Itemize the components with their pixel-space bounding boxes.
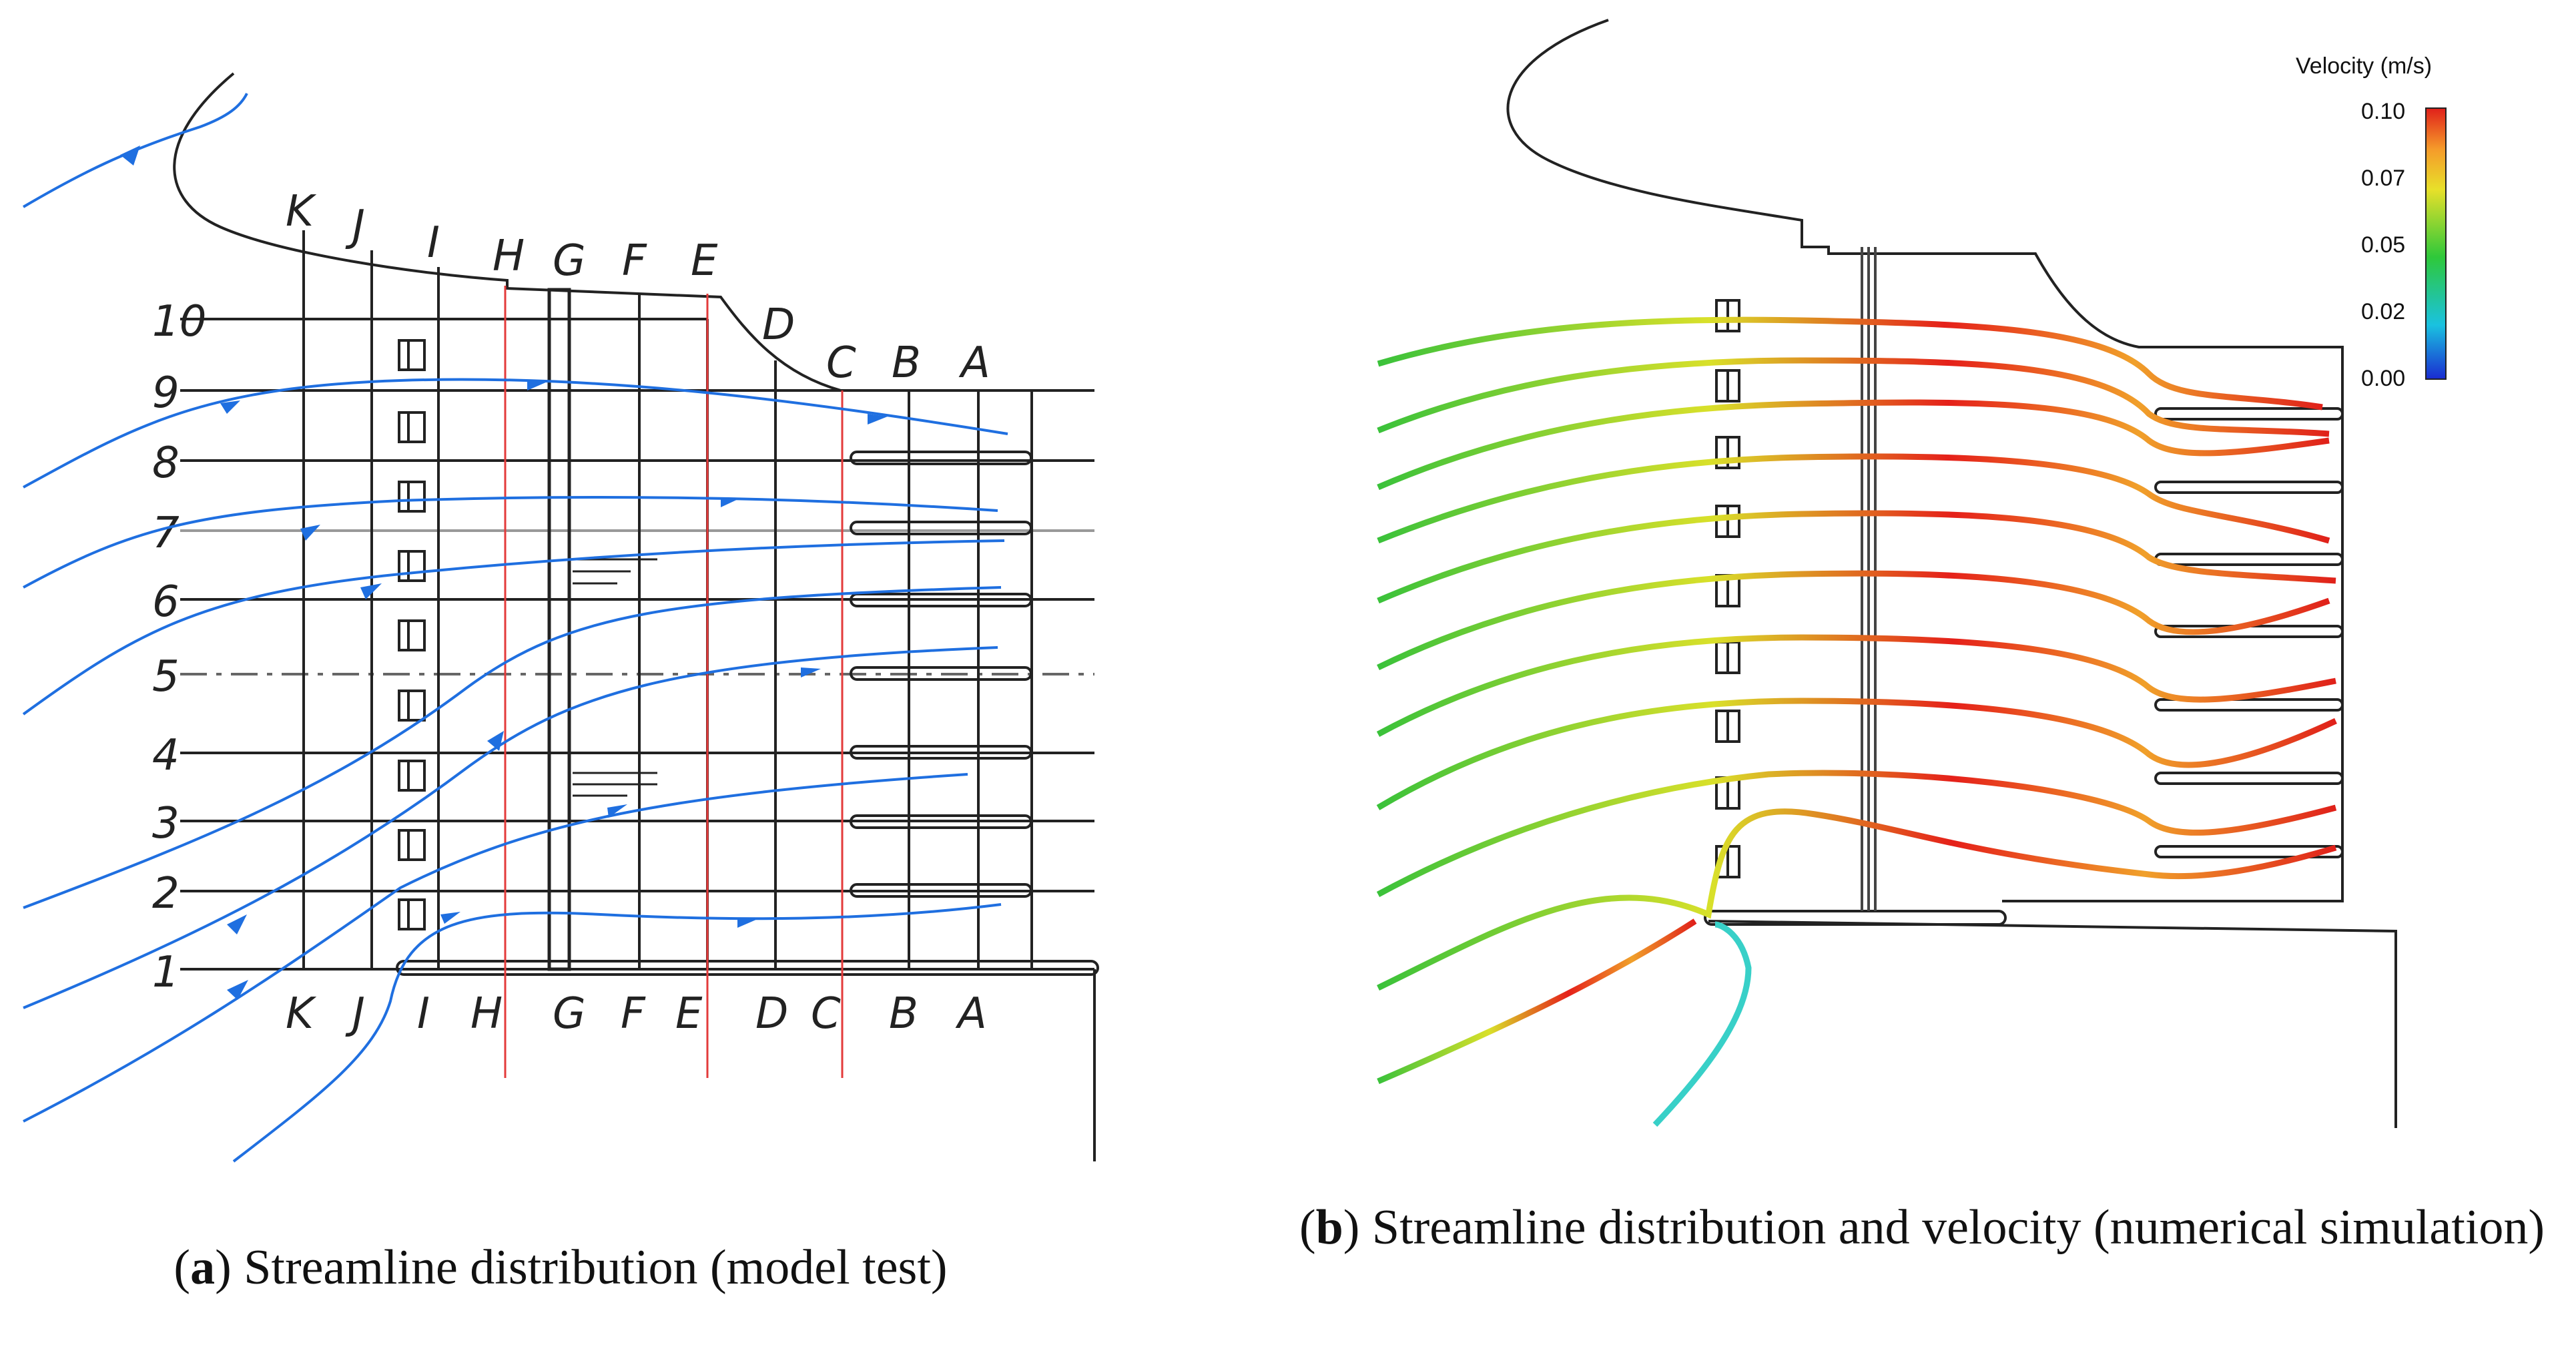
caption-a-text: Streamline distribution (model test) — [231, 1240, 948, 1295]
colorbar-tick-1: 0.07 — [2361, 166, 2405, 191]
col-label-top-g: G — [553, 236, 586, 286]
streamline-b-5 — [1377, 510, 2336, 604]
upper-boundary-curve — [173, 72, 842, 392]
col-label-top-d: D — [762, 300, 795, 350]
caption-b-letter: b — [1315, 1200, 1343, 1255]
row-label-3: 3 — [152, 799, 180, 848]
lower-structure-outline — [1708, 920, 2397, 1128]
row-label-2: 2 — [152, 869, 180, 918]
velocity-colorbar[interactable]: Velocity (m/s) 0.10 0.07 0.05 0.02 0.00 — [2296, 53, 2447, 391]
pier-blocks-b — [1715, 299, 1740, 878]
col-label-bottom-f: F — [621, 989, 646, 1039]
col-label-bottom-k: K — [286, 989, 317, 1039]
streamline-b-1 — [1377, 316, 2323, 411]
col-label-top-j: J — [345, 202, 365, 251]
streamline-b-10 — [1377, 808, 2337, 991]
streamline-a-1 — [22, 93, 248, 208]
colorbar-tick-0: 0.10 — [2361, 99, 2405, 124]
panel-b-numerical-simulation: Velocity (m/s) 0.10 0.07 0.05 0.02 0.00 — [1376, 19, 2447, 1128]
streamlines-b — [1376, 316, 2337, 1085]
row-label-1: 1 — [152, 948, 180, 997]
row-labels: 1 2 3 4 5 6 7 8 9 10 — [152, 297, 206, 997]
hatch-marks — [573, 558, 657, 797]
streamline-b-cyan — [1652, 921, 1752, 1127]
col-label-top-f: F — [622, 236, 647, 286]
row-label-4: 4 — [152, 731, 180, 780]
row-label-8: 8 — [152, 439, 180, 488]
colorbar-tick-4: 0.00 — [2361, 366, 2405, 391]
col-label-bottom-j: J — [345, 989, 365, 1039]
red-guide-lines — [504, 286, 844, 1078]
streamline-b-3 — [1377, 399, 2330, 491]
row-label-6: 6 — [152, 577, 180, 627]
streamline-a-7 — [23, 773, 968, 1123]
col-label-top-c: C — [826, 338, 856, 388]
col-label-top-e: E — [691, 236, 718, 286]
row-label-9: 9 — [152, 368, 180, 418]
horizontal-grid-lines — [180, 318, 1094, 971]
colorbar-tick-3: 0.02 — [2361, 299, 2405, 324]
caption-b-text: Streamline distribution and velocity (nu… — [1359, 1200, 2545, 1255]
pier-blocks — [398, 339, 426, 930]
streamline-a-5 — [23, 586, 1002, 909]
caption-b: (b) Streamline distribution and velocity… — [1299, 1200, 2545, 1255]
streamline-b-11 — [1377, 918, 1697, 1085]
col-label-top-k: K — [286, 187, 317, 236]
streamline-b-8 — [1376, 698, 2337, 810]
row-label-7: 7 — [152, 509, 180, 558]
col-label-top-a: A — [958, 338, 990, 388]
streamline-b-6 — [1377, 570, 2330, 671]
streamline-b-9 — [1376, 770, 2337, 897]
col-label-top-i: I — [427, 218, 440, 268]
col-label-bottom-c: C — [811, 989, 841, 1039]
streamline-a-8 — [232, 903, 1002, 1163]
col-label-top-h: H — [493, 232, 525, 281]
col-label-bottom-b: B — [889, 989, 918, 1039]
column-g-wall — [547, 288, 571, 971]
streamline-b-4 — [1377, 453, 2330, 544]
colorbar-tick-2: 0.05 — [2361, 232, 2405, 258]
streamline-arrows-a — [120, 146, 888, 1000]
streamline-a-4 — [22, 539, 1005, 716]
colorbar-gradient — [2425, 107, 2447, 380]
streamline-a-3 — [23, 496, 998, 589]
streamlines-a — [22, 93, 1008, 1163]
bottom-plate-b — [1704, 910, 2007, 926]
slot-plates-a — [850, 451, 1032, 898]
streamline-a-6 — [23, 646, 998, 1009]
column-g-wall-b — [1861, 247, 1877, 911]
caption-a: (a) Streamline distribution (model test) — [174, 1240, 948, 1295]
upper-structure-outline — [1506, 19, 2344, 902]
col-label-bottom-h: H — [470, 989, 503, 1039]
caption-a-letter: a — [190, 1240, 216, 1295]
panel-a-model-test-diagram: 1 2 3 4 5 6 7 8 9 10 K J I H G F E D C B… — [22, 72, 1099, 1163]
row-label-5: 5 — [152, 652, 180, 702]
col-label-bottom-i: I — [417, 989, 430, 1039]
column-labels-top: K J I H G F E D C B A — [286, 187, 990, 388]
col-label-bottom-g: G — [553, 989, 586, 1039]
col-label-bottom-d: D — [755, 989, 788, 1039]
bottom-plate — [396, 960, 1099, 976]
row-label-10: 10 — [152, 297, 206, 346]
streamline-b-2 — [1377, 357, 2330, 437]
col-label-bottom-a: A — [955, 989, 987, 1039]
streamline-a-2 — [23, 378, 1008, 489]
colorbar-title: Velocity (m/s) — [2296, 53, 2432, 79]
col-label-top-b: B — [892, 338, 921, 388]
streamline-b-7 — [1376, 634, 2336, 737]
col-label-bottom-e: E — [675, 989, 703, 1039]
